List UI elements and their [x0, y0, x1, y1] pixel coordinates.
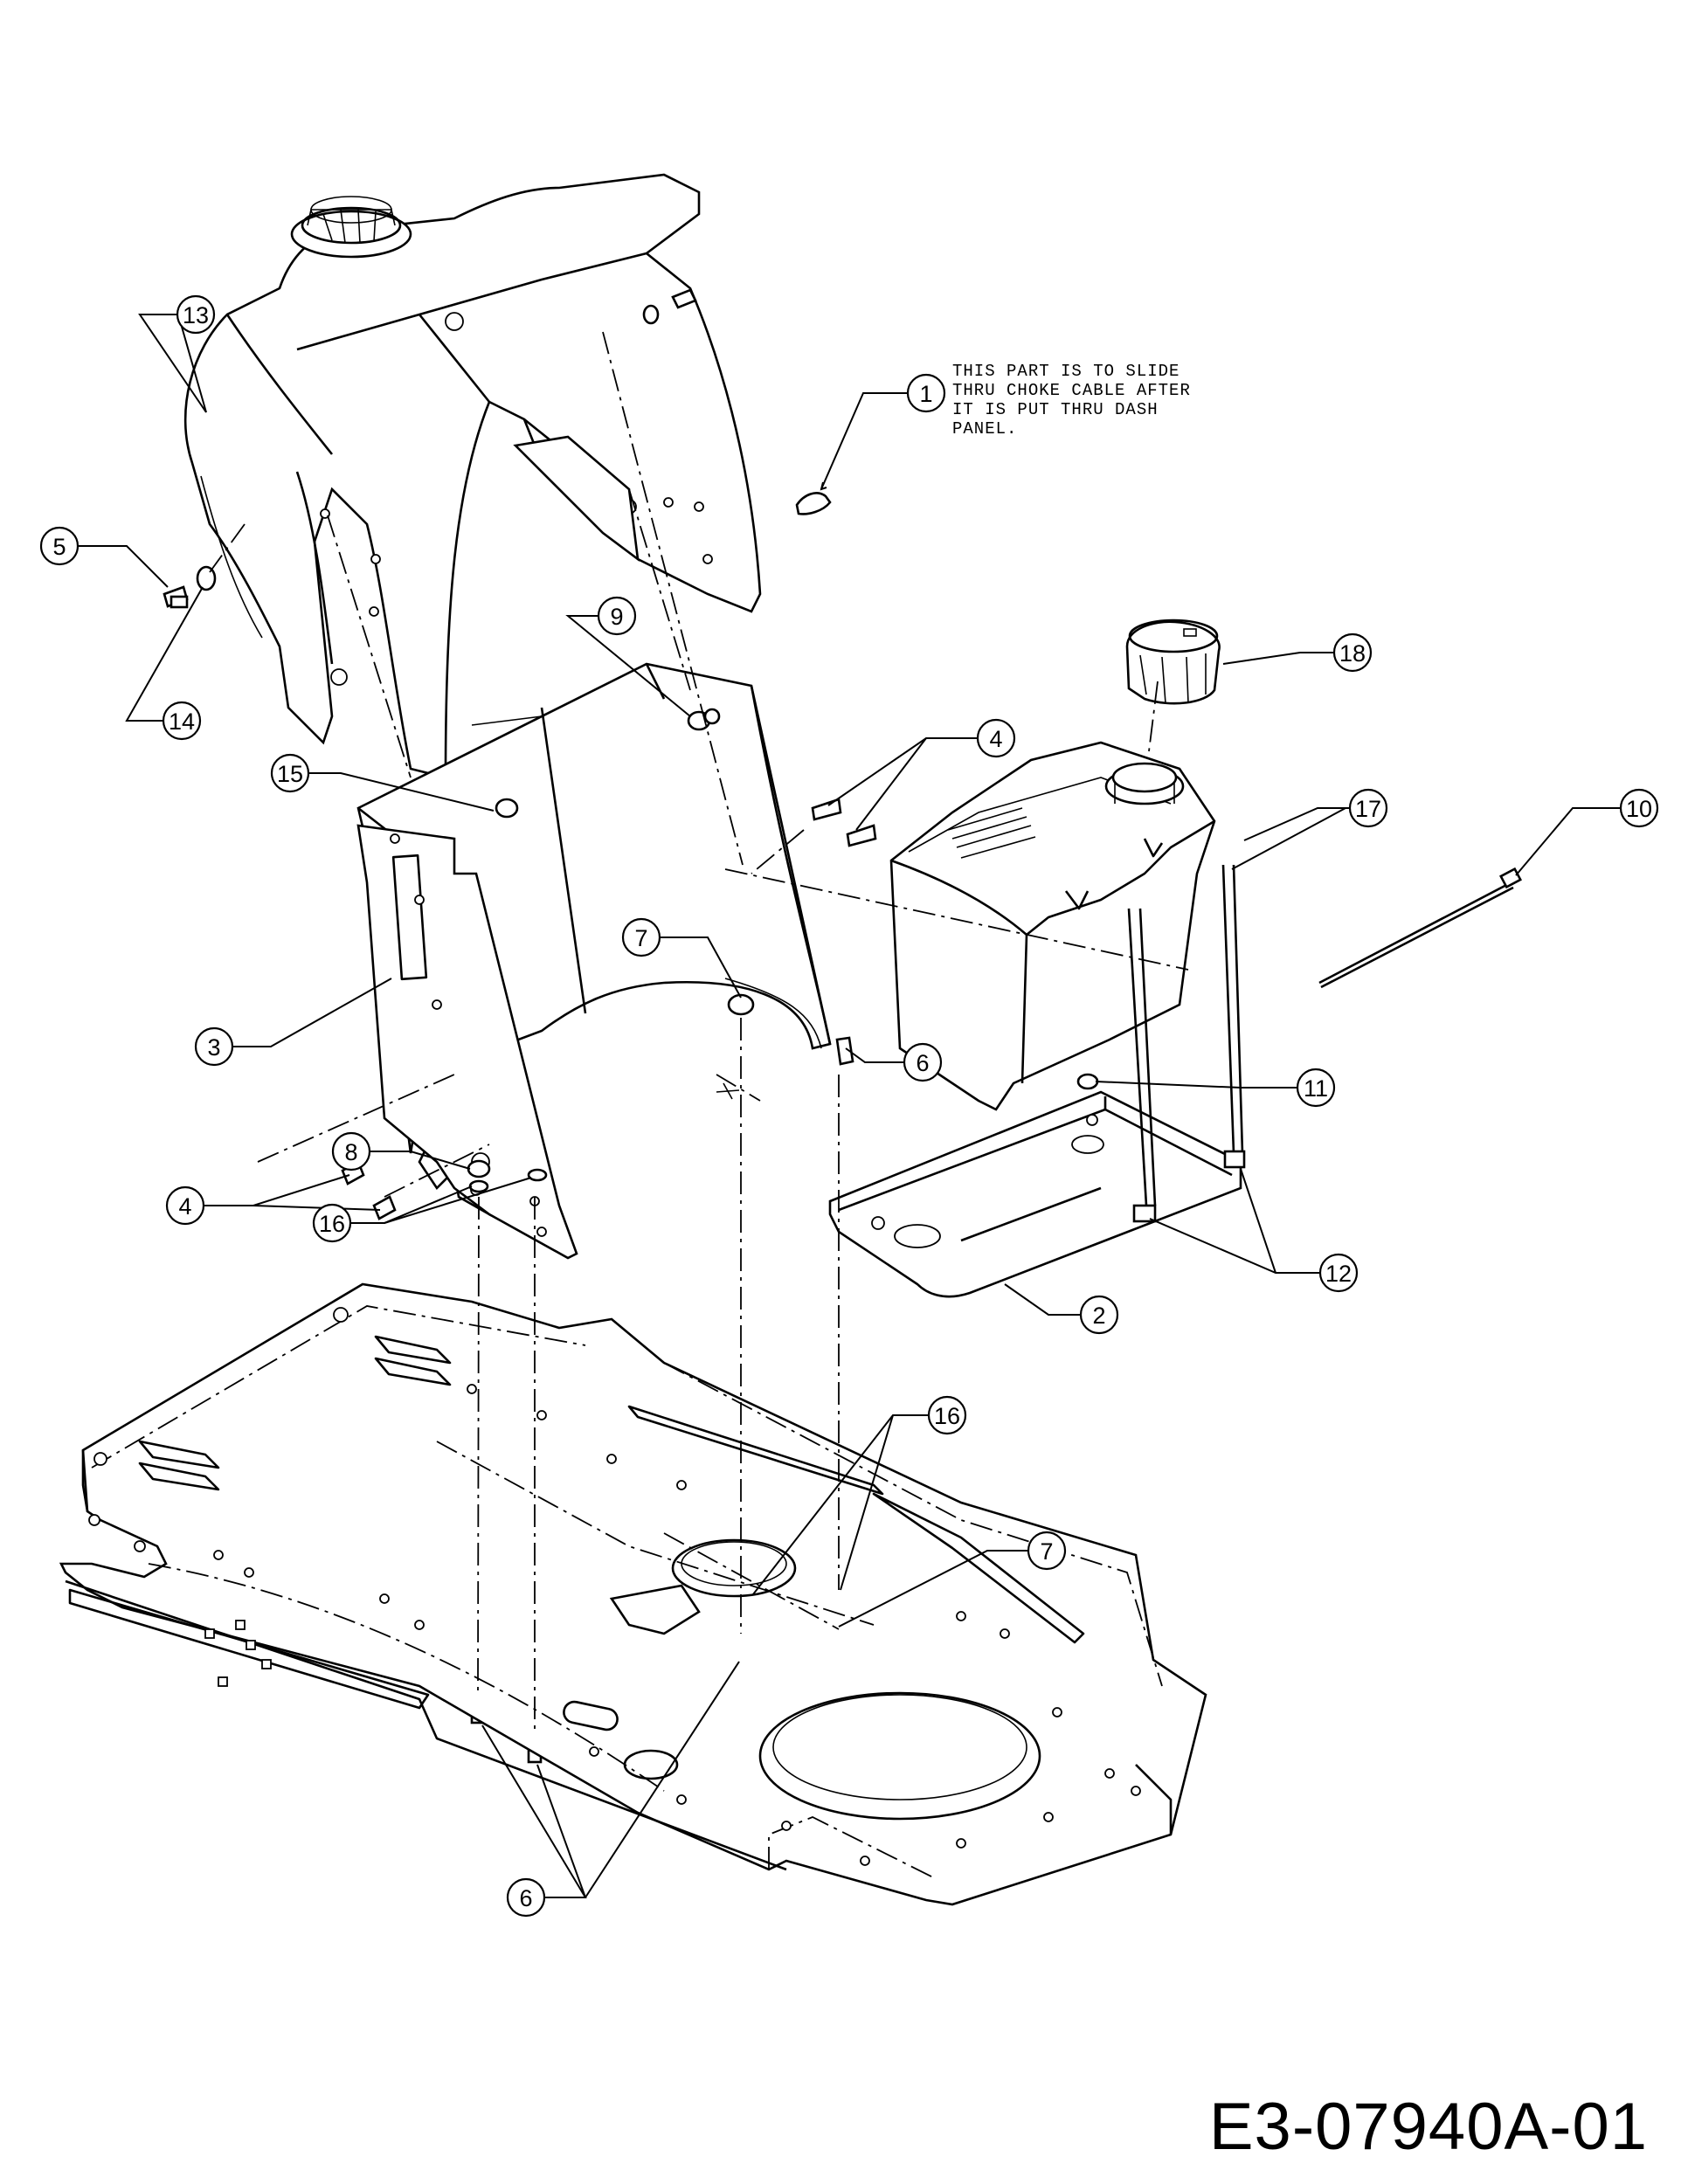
callout-label: 17	[1355, 796, 1381, 822]
callout-16b: 16	[927, 1395, 967, 1435]
callout-label: 6	[519, 1885, 532, 1911]
callout-6a: 6	[903, 1042, 943, 1082]
callout-10: 10	[1619, 788, 1659, 828]
callout-label: 4	[178, 1193, 191, 1220]
callout-1: 1	[906, 373, 946, 413]
callout-label: 8	[344, 1139, 357, 1165]
callout-2: 2	[1079, 1295, 1119, 1335]
callout-label: 14	[169, 708, 195, 735]
callout-13: 13	[176, 294, 216, 335]
callout-4b: 4	[165, 1185, 205, 1226]
callout-18: 18	[1332, 632, 1373, 673]
fuel-tank	[889, 741, 1216, 1111]
callout-7a: 7	[621, 917, 661, 957]
assembly-note: THIS PART IS TO SLIDE THRU CHOKE CABLE A…	[952, 362, 1191, 439]
callout-bubbles: 1 2 3 4 4 5 6 6 7 7 8 9 10 11 12 13 14 1…	[39, 294, 1659, 1918]
callout-label: 10	[1626, 796, 1652, 822]
callout-label: 4	[989, 726, 1002, 752]
callout-11: 11	[1296, 1068, 1336, 1108]
callout-label: 9	[610, 604, 623, 630]
dash-console-shroud	[183, 173, 762, 779]
callout-label: 7	[634, 925, 647, 951]
callout-label: 15	[277, 761, 303, 787]
callout-7b: 7	[1027, 1531, 1067, 1571]
callout-label: 7	[1040, 1538, 1053, 1565]
callout-14: 14	[162, 701, 202, 741]
callout-5: 5	[39, 526, 80, 566]
fuel-tank-tray	[828, 1090, 1242, 1298]
fuel-cap	[1125, 619, 1221, 705]
callout-12: 12	[1318, 1253, 1359, 1293]
alignment-lines	[209, 331, 1189, 1730]
callout-label: 3	[207, 1034, 220, 1061]
callout-label: 16	[934, 1403, 960, 1429]
cable-ties	[1127, 864, 1522, 1223]
callout-label: 13	[183, 302, 209, 328]
drawing-number: E3-07940A-01	[1208, 2090, 1648, 2164]
note-line: PANEL.	[952, 419, 1017, 439]
callout-6b: 6	[506, 1877, 546, 1918]
callout-17: 17	[1348, 788, 1388, 828]
callout-label: 2	[1092, 1303, 1105, 1329]
leader-lines	[77, 314, 1622, 1898]
note-line: IT IS PUT THRU DASH	[952, 400, 1159, 419]
callout-label: 16	[319, 1211, 345, 1237]
callout-label: 1	[919, 381, 932, 407]
callout-label: 11	[1304, 1075, 1328, 1102]
note-line: THIS PART IS TO SLIDE	[952, 362, 1180, 381]
callout-16a: 16	[312, 1203, 352, 1243]
callout-3: 3	[194, 1026, 234, 1067]
left-side-bracket	[356, 824, 578, 1260]
choke-insert	[795, 492, 832, 515]
callout-label: 12	[1325, 1261, 1352, 1287]
callout-4a: 4	[976, 718, 1016, 758]
callout-label: 18	[1339, 640, 1366, 667]
callout-label: 5	[52, 534, 66, 560]
callout-9: 9	[597, 596, 637, 636]
tractor-frame	[59, 1282, 1207, 1906]
callout-8: 8	[331, 1131, 371, 1171]
note-line: THRU CHOKE CABLE AFTER	[952, 381, 1191, 400]
callout-15: 15	[270, 753, 310, 793]
callout-label: 6	[916, 1050, 929, 1076]
